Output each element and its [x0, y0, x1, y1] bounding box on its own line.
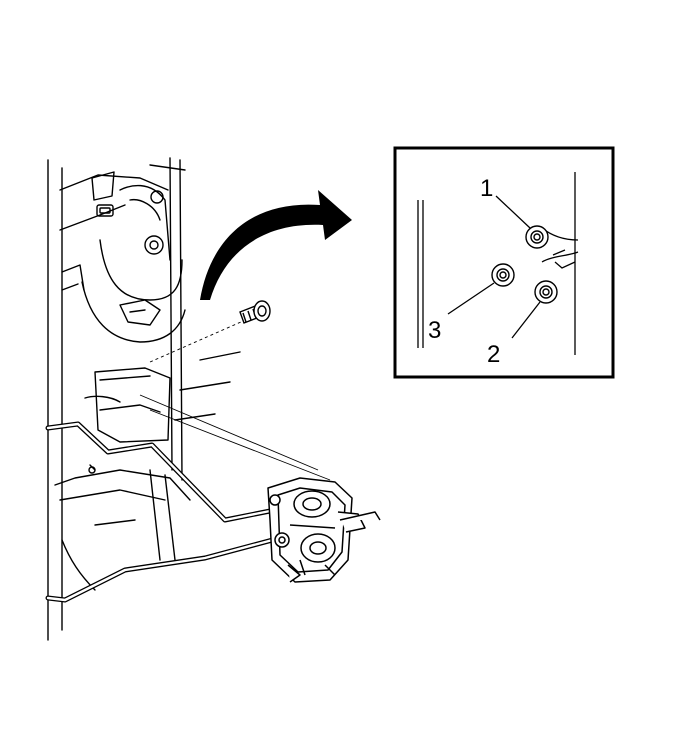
leader-lines	[447, 195, 541, 339]
latch-rods	[45, 421, 283, 603]
callout-label-2: 2	[487, 341, 500, 368]
alignment-lines	[139, 317, 331, 481]
callout-label-1: 1	[480, 175, 493, 202]
callout-label-3: 3	[428, 317, 441, 344]
door-latch-assembly	[267, 477, 381, 583]
fastener-3	[491, 263, 515, 287]
latch-rods-inner	[46, 422, 282, 602]
curved-arrow-icon	[200, 190, 352, 300]
detail-frame	[393, 146, 615, 379]
detail-inset: 1 2 3	[393, 146, 615, 379]
fastener-2	[534, 280, 558, 304]
detail-panel-edges	[417, 172, 579, 355]
door-inner-panel	[47, 157, 241, 641]
fastener-1	[525, 225, 549, 249]
latch-bolt	[239, 300, 271, 324]
